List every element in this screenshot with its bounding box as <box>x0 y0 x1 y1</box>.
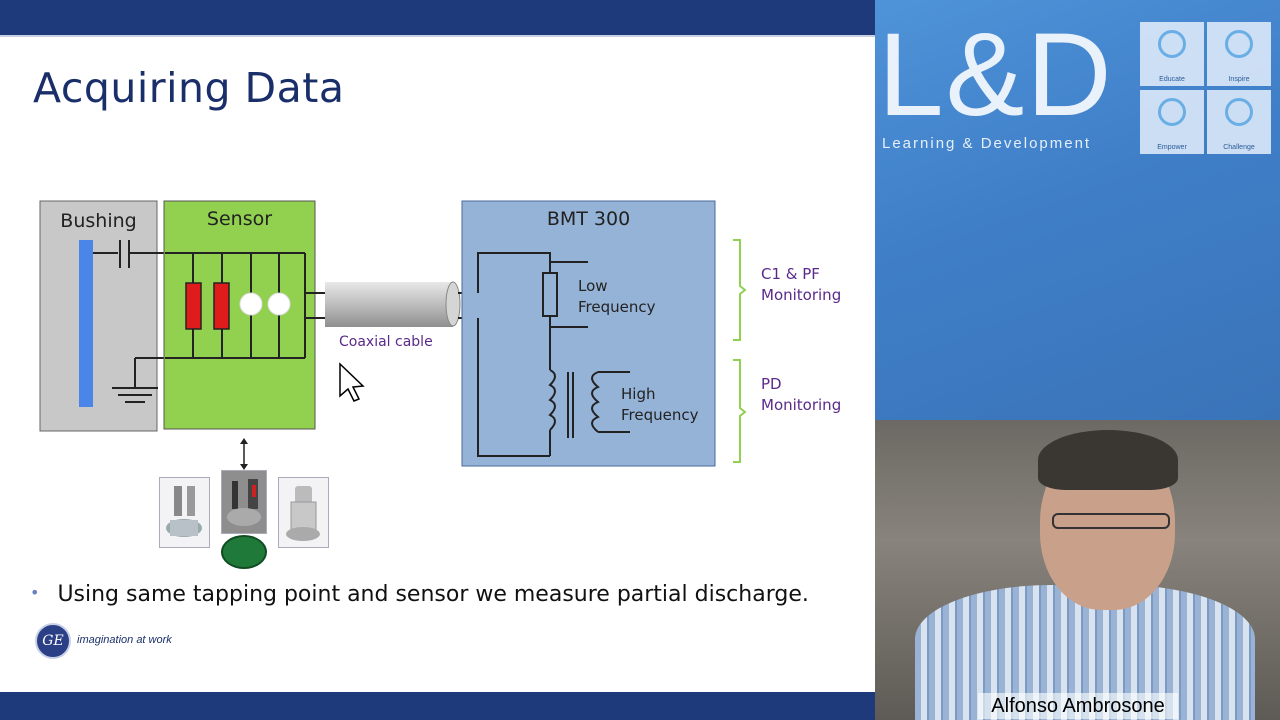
bullet-dot: • <box>30 583 40 602</box>
pd-line2: Monitoring <box>761 396 842 414</box>
educate-tile: Educate <box>1140 22 1204 86</box>
bmt-box <box>461 200 716 467</box>
sensor-element-2 <box>267 292 291 316</box>
coaxial-cable-label: Coaxial cable <box>339 334 433 350</box>
high-frequency-line2: Frequency <box>621 406 699 424</box>
bushing-conductor <box>79 240 93 407</box>
pd-monitoring-label: PD Monitoring <box>761 374 841 416</box>
inspire-label: Inspire <box>1228 76 1250 83</box>
inspire-tile: Inspire <box>1207 22 1271 86</box>
gears-icon <box>1158 98 1186 126</box>
c1-pf-line1: C1 & PF <box>761 265 820 283</box>
c1-pf-monitoring-label: C1 & PF Monitoring <box>761 264 841 306</box>
bushing-box <box>39 200 158 432</box>
bmt-label: BMT 300 <box>546 208 631 230</box>
ge-logo: GE <box>35 623 71 659</box>
sensor-resistor-1 <box>185 282 202 330</box>
sensor-photo-3 <box>278 477 329 548</box>
sensor-photo-1 <box>159 477 210 548</box>
sensor-label: Sensor <box>206 208 273 230</box>
coaxial-cable <box>325 282 453 327</box>
presenter-glasses <box>1052 513 1170 529</box>
presenter-name: Alfonso Ambrosone <box>978 693 1178 719</box>
bar-chart-icon <box>1225 98 1253 126</box>
slide-title: Acquiring Data <box>33 64 345 112</box>
lightbulb-icon <box>1225 30 1253 58</box>
low-frequency-label: Low Frequency <box>578 276 656 318</box>
presentation-slide: Acquiring Data <box>0 0 875 720</box>
sensor-photo-2 <box>221 470 267 534</box>
sensor-element-1 <box>239 292 263 316</box>
acquisition-diagram <box>39 200 747 470</box>
bullet-point: • Using same tapping point and sensor we … <box>30 582 809 607</box>
pd-line1: PD <box>761 375 782 393</box>
ge-tagline: imagination at work <box>77 634 172 646</box>
ld-logo-title: L&D <box>878 9 1114 141</box>
graduation-cap-icon <box>1158 30 1186 58</box>
educate-label: Educate <box>1159 76 1185 83</box>
empower-tile: Empower <box>1140 90 1204 154</box>
empower-label: Empower <box>1157 144 1187 151</box>
c1-brace <box>733 239 747 341</box>
mouse-cursor <box>339 362 365 402</box>
low-frequency-line2: Frequency <box>578 298 656 316</box>
sensor-circuit-board <box>221 535 267 569</box>
high-frequency-label: High Frequency <box>621 384 699 426</box>
challenge-tile: Challenge <box>1207 90 1271 154</box>
sensor-resistor-2 <box>213 282 230 330</box>
low-frequency-line1: Low <box>578 277 608 295</box>
pd-brace <box>733 359 747 463</box>
presenter-hair <box>1038 430 1178 490</box>
challenge-label: Challenge <box>1223 144 1255 151</box>
slide-bottom-bar <box>0 692 875 720</box>
bullet-text: Using same tapping point and sensor we m… <box>57 582 809 607</box>
slide-top-bar <box>0 0 875 37</box>
c1-pf-line2: Monitoring <box>761 286 842 304</box>
ld-logo-subtitle: Learning & Development <box>882 135 1092 152</box>
bushing-label: Bushing <box>60 210 137 232</box>
high-frequency-line1: High <box>621 385 656 403</box>
